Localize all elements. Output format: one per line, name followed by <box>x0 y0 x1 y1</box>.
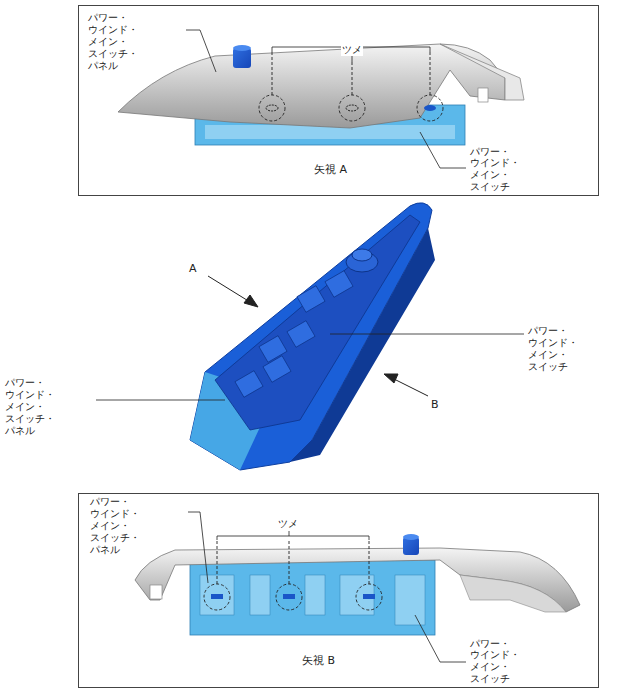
part-name: パワー・ウインド・ メイン・スイッチ <box>527 325 579 373</box>
view-arrow-label: A <box>188 262 198 276</box>
part-name: ツメ <box>341 44 363 56</box>
part-name: ツメ <box>277 518 299 530</box>
switch-assembly-figure <box>96 203 524 470</box>
view-caption: 矢視 B <box>301 654 336 668</box>
view-frame: パワー・ウインド・ メイン・スイッチ・ パネル ツメ矢視 B パワー・ウインド・ メ… <box>78 493 599 688</box>
view-arrow-label: B <box>430 398 440 412</box>
view-frame: パワー・ウインド・ メイン・スイッチ・ パネルツメ矢視 A パワー・ウインド・ メ… <box>78 5 599 196</box>
part-name: パワー・ウインド・ メイン・スイッチ <box>469 146 521 194</box>
part-name: パワー・ウインド・ メイン・スイッチ・ パネル <box>4 377 56 436</box>
part-name: パワー・ウインド・ メイン・スイッチ <box>469 638 521 686</box>
view-a-figure <box>118 30 524 168</box>
view-caption: 矢視 A <box>313 163 348 177</box>
part-name: パワー・ウインド・ メイン・スイッチ・ パネル <box>87 12 139 71</box>
part-name: パワー・ウインド・ メイン・スイッチ・ パネル <box>89 496 141 555</box>
